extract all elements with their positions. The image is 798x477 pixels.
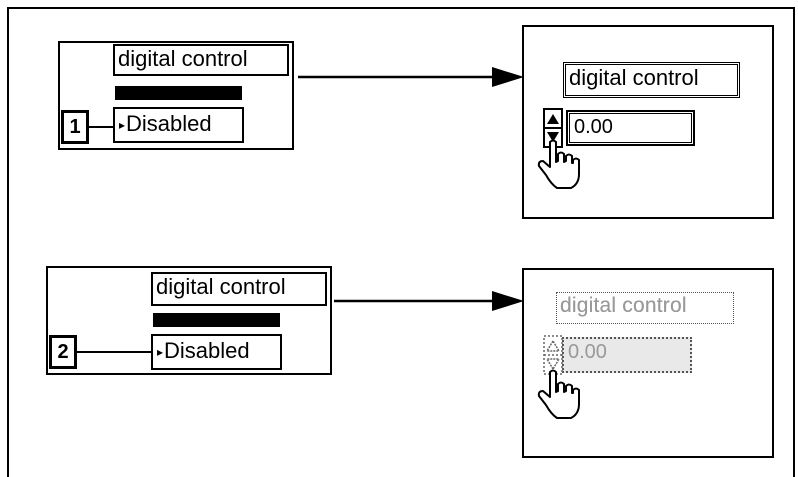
disabled-text-1: Disabled — [126, 111, 212, 136]
wire-1 — [89, 126, 113, 128]
triangle-icon: ▸ — [119, 118, 126, 133]
property-node-bar-2 — [153, 313, 280, 327]
numeric-constant-1: 1 — [61, 110, 89, 144]
hand-cursor-icon-2 — [537, 369, 580, 419]
digital-control-input-2: 0.00 — [562, 337, 692, 373]
hand-cursor-icon-1 — [537, 139, 580, 189]
numeric-constant-2: 2 — [49, 335, 77, 369]
property-node-bar-1 — [115, 86, 242, 100]
digital-control-label-1: digital control — [563, 62, 740, 98]
digital-control-input-1[interactable]: 0.00 — [566, 110, 695, 146]
property-node-disabled-2: ▸Disabled — [151, 334, 282, 370]
property-node-label-1: digital control — [113, 44, 289, 76]
wire-2 — [77, 351, 151, 353]
figure-frame — [7, 7, 795, 477]
arrow-2 — [334, 291, 524, 311]
property-node-label-2: digital control — [151, 272, 327, 306]
digital-control-label-2: digital control — [556, 292, 734, 324]
disabled-text-2: Disabled — [164, 338, 250, 363]
triangle-icon: ▸ — [157, 345, 164, 360]
arrow-1 — [298, 67, 524, 87]
property-node-disabled-1: ▸Disabled — [113, 107, 244, 143]
